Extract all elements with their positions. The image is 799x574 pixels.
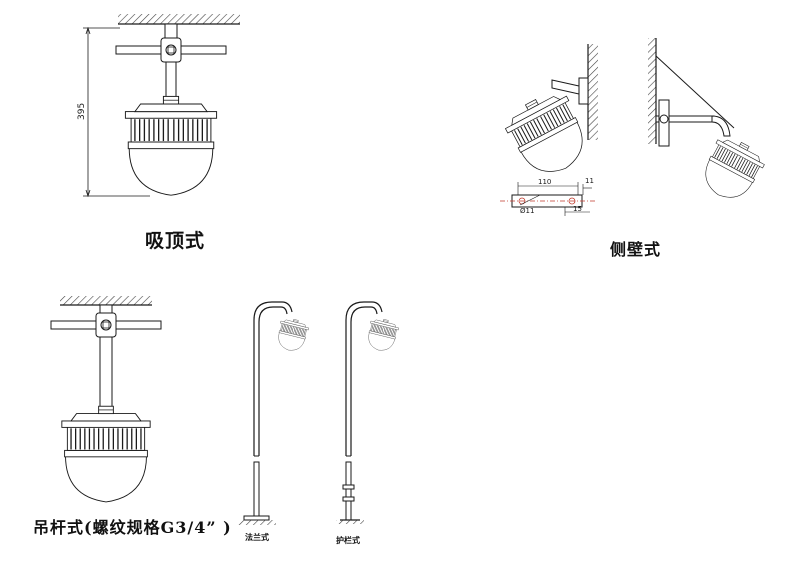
- ceiling-hatch: [118, 14, 240, 24]
- arm-bend: [711, 115, 731, 137]
- bracket-offset-label: 15: [573, 205, 582, 213]
- wall-plate: [578, 77, 589, 105]
- flange-pole-view: [238, 301, 311, 525]
- hole-diameter-label: Ø11: [520, 207, 534, 215]
- caption-pendant: 吊杆式(螺纹规格G3/4” ): [33, 518, 232, 537]
- bracket-detail: 110 11 15 Ø11: [500, 177, 596, 216]
- pole-curve-left: [253, 301, 293, 456]
- caption-wall: 侧壁式: [610, 240, 662, 259]
- guardrail-clamp-top: [342, 484, 355, 490]
- pole-curve-left-2: [345, 301, 383, 456]
- pendant-rod: [99, 336, 113, 408]
- ceiling-hatch-2: [60, 296, 152, 305]
- flange-plate: [243, 515, 270, 521]
- wall-hatch: [588, 44, 598, 140]
- ceiling-mount-view: 395: [77, 14, 240, 198]
- guardrail-clamp-bottom: [342, 496, 355, 502]
- junction-box-2: [50, 312, 162, 338]
- arm-joint: [659, 114, 669, 124]
- pole-lower-section-2: [345, 461, 352, 521]
- guardrail-pole-view: [336, 301, 401, 524]
- pole-curve-right-2: [350, 306, 378, 456]
- lamp-body-guard: [364, 316, 401, 354]
- pole-lower-section: [253, 461, 260, 521]
- caption-guard: 护栏式: [336, 535, 360, 545]
- lamp-body: [124, 95, 218, 196]
- lamp-body-pole: [274, 316, 311, 354]
- wall-mount-view-right: [648, 38, 769, 208]
- junction-box: [115, 37, 227, 63]
- support-wire: [655, 55, 735, 129]
- ceiling-bracket: [164, 23, 178, 39]
- caption-ceiling: 吸顶式: [145, 230, 206, 252]
- height-value: 395: [77, 103, 87, 120]
- lamp-body-pendant: [61, 405, 151, 503]
- bracket-length-label: 110: [538, 178, 551, 186]
- pole-curve-right: [258, 306, 288, 456]
- wall-mount-view-left: [499, 44, 598, 186]
- drop-tube: [165, 61, 177, 99]
- caption-flange: 法兰式: [245, 532, 269, 542]
- pendant-mount-view: [50, 296, 162, 503]
- ground-hatch: [238, 520, 276, 525]
- bracket-hole-right: [568, 197, 576, 205]
- height-dimension: [83, 26, 150, 198]
- wall-hatch-2: [648, 38, 656, 144]
- ground-hatch-2: [336, 520, 364, 524]
- bracket-end-label: 11: [585, 177, 594, 185]
- lamp-body-wall-2: [694, 131, 769, 208]
- wall-arm: [551, 79, 580, 95]
